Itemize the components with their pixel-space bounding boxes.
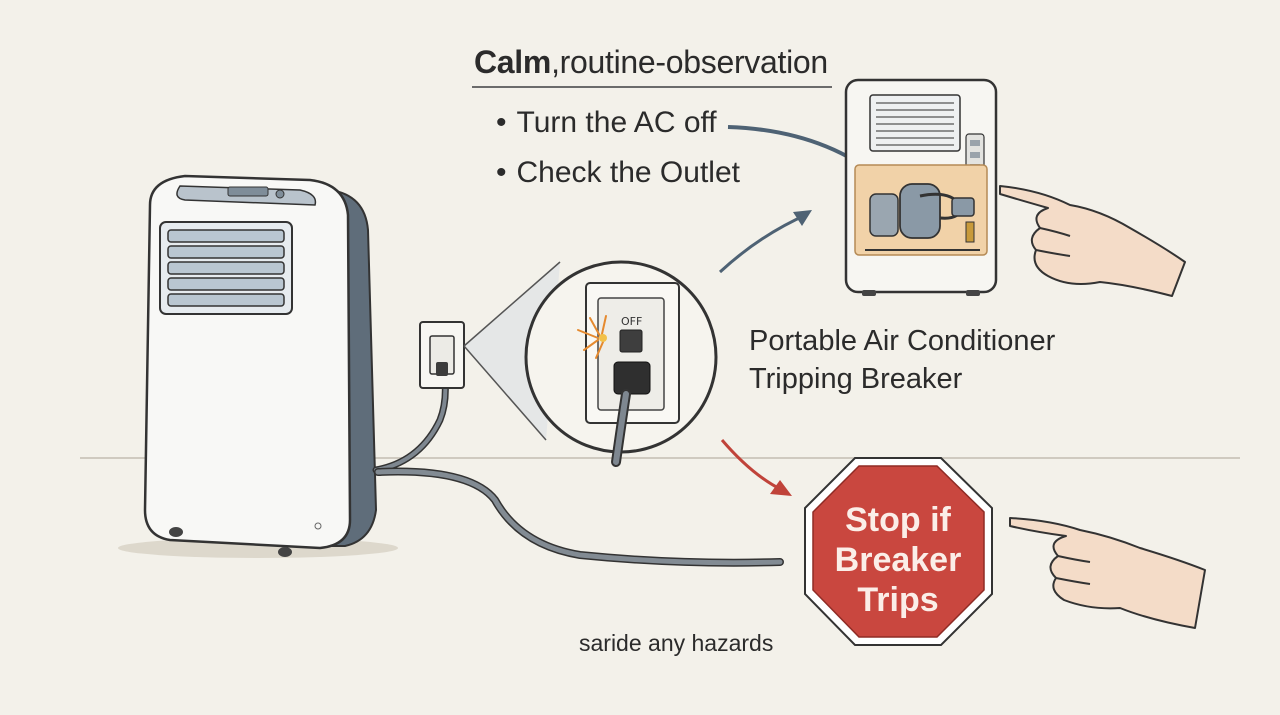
step-text: Turn the AC off [516, 106, 717, 139]
subject-label-line2: Tripping Breaker [749, 363, 963, 395]
bullet-icon: • [496, 156, 507, 189]
heading-rest: ,routine-observation [551, 44, 828, 80]
step-text: Check the Outlet [516, 156, 740, 189]
stop-sign-icon [804, 457, 993, 646]
spark-icon [577, 315, 607, 359]
step-item: • Check the Outlet [496, 156, 740, 190]
pointing-hand-icon [999, 185, 1186, 297]
heading-underline [472, 86, 832, 88]
subject-label-line1: Portable Air Conditioner [749, 325, 1056, 357]
footnote: saride any hazards [579, 630, 774, 656]
stop-sign-text: Stop if Breaker Trips [806, 500, 990, 620]
stop-sign-line: Trips [857, 581, 939, 619]
stop-sign-line: Breaker [834, 541, 962, 579]
bullet-icon: • [496, 106, 507, 139]
stop-sign-line: Stop if [845, 501, 951, 539]
wall-outlet-icon [419, 321, 465, 389]
step-item: • Turn the AC off [496, 106, 717, 140]
portable-ac-unit-icon [118, 174, 398, 558]
subject-label: Portable Air Conditioner Tripping Breake… [749, 322, 1055, 398]
magnifier-circle-icon [524, 260, 718, 467]
ac-interior-compressor-icon [844, 78, 998, 296]
heading: Calm,routine-observation [474, 44, 828, 81]
breaker-state-label: OFF [621, 315, 643, 328]
pointing-hand-icon-lower [1009, 517, 1206, 629]
heading-bold: Calm [474, 44, 552, 80]
